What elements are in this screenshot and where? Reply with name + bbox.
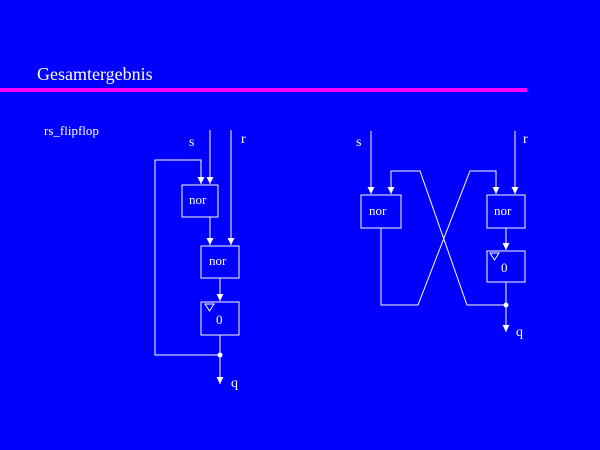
left-output-q-label: q — [231, 376, 238, 391]
slide-title: Gesamtergebnis — [37, 64, 153, 84]
right-cross-wire-right-out — [387, 170, 506, 306]
left-input-r-label: r — [241, 132, 246, 147]
left-nor-gate-1 — [181, 184, 219, 218]
right-cross-wire-left-out — [380, 170, 500, 306]
left-input-s-label: s — [189, 135, 194, 150]
slide-subtitle: rs_flipflop — [44, 123, 99, 138]
right-nor-gate-right-label: nor — [494, 203, 512, 218]
left-delay-triangle-icon — [204, 303, 215, 312]
right-input-r-label: r — [523, 132, 528, 147]
right-nor-gate-left-label: nor — [369, 203, 387, 218]
left-delay-label: 0 — [216, 312, 223, 327]
left-nor-gate-2-label: nor — [209, 253, 227, 268]
left-nor-gate-1-label: nor — [189, 192, 207, 207]
right-delay-label: 0 — [501, 260, 508, 275]
right-delay-triangle-icon — [489, 252, 500, 261]
left-feedback-wire — [154, 159, 220, 356]
right-flipflop-diagram: s r nor nor 0 q — [356, 131, 528, 340]
right-output-q-label: q — [516, 325, 523, 340]
right-input-s-label: s — [356, 135, 361, 150]
title-rule — [0, 88, 527, 92]
left-flipflop-diagram: s r nor nor 0 q — [154, 130, 246, 391]
